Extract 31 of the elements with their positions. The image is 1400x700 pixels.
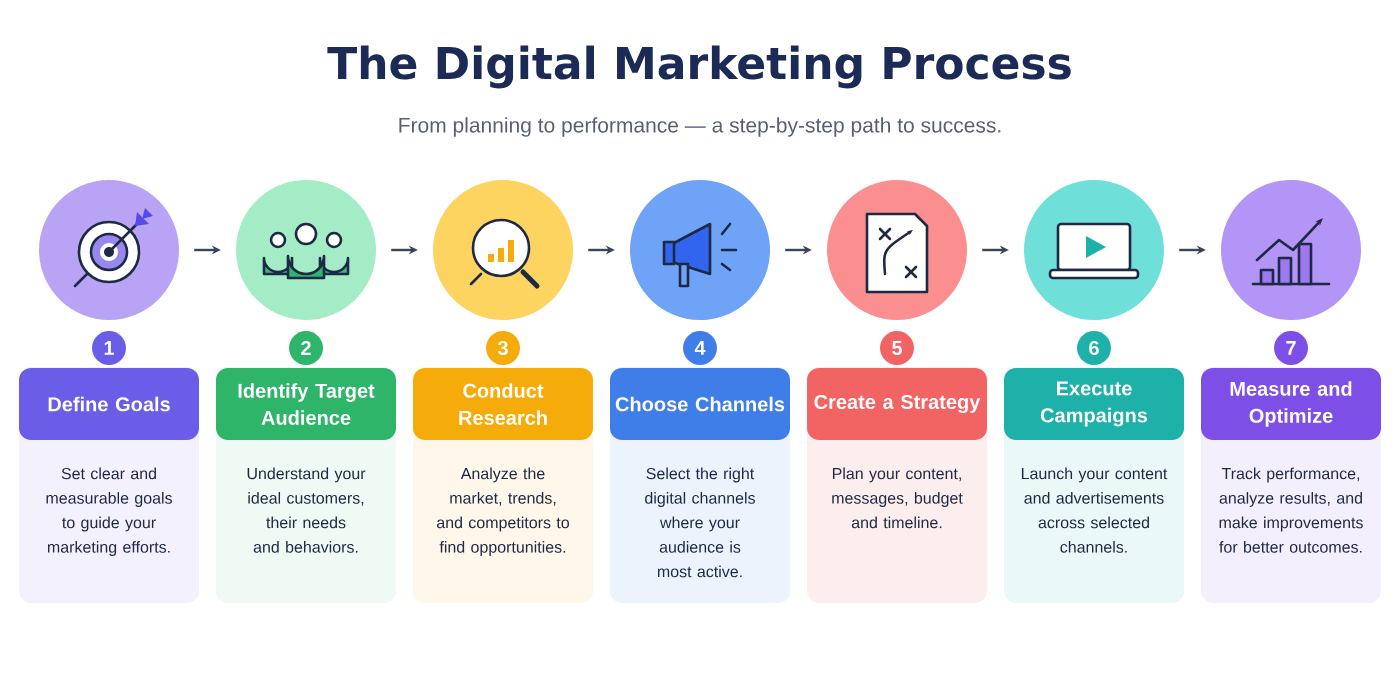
step-card (216, 367, 396, 603)
step-card (807, 367, 987, 603)
number-badge: 2 (285, 327, 327, 369)
step-card (413, 367, 593, 603)
step-description: Understand your ideal customers, their needs and behaviors. (247, 467, 366, 553)
number-badge: 6 (1073, 327, 1115, 369)
step-card (610, 367, 790, 603)
step-heading: Measure and Optimize (1230, 381, 1352, 427)
step-circle (1221, 180, 1361, 320)
step-description: Track performance, analyze results, and make improvements for better outcomes. (1219, 467, 1363, 553)
title: The Digital Marketing Process (327, 45, 1071, 89)
number-badge: 5 (876, 327, 918, 369)
step-heading: Conduct Research (459, 383, 547, 425)
number-badge: 1 (88, 327, 130, 369)
number-badge: 7 (1270, 327, 1312, 369)
step-heading: Choose Channels (615, 396, 785, 412)
step-description: Analyze the market, trends, and competitors to find opportunities. (437, 467, 569, 556)
step-card (1004, 367, 1184, 603)
number-badge: 4 (679, 327, 721, 369)
step-card (19, 367, 199, 603)
step-heading: Define Goals (48, 396, 170, 412)
step-description: Launch your content and advertisements across selected channels. (1021, 467, 1168, 553)
step-heading: Execute Campaigns (1040, 381, 1148, 427)
step-description: Plan your content, messages, budget and timeline. (832, 467, 963, 529)
step-card (1201, 367, 1381, 603)
step-description: Set clear and measurable goals to guide your marketing efforts. (46, 467, 172, 556)
number-badge: 3 (482, 327, 524, 369)
step-heading: Identify Target Audience (238, 383, 375, 425)
subtitle: From planning to performance — a step-by-step path to success. (399, 117, 1001, 137)
step-description: Select the right digital channels where your audience is most active. (645, 467, 755, 578)
step-heading: Create a Strategy (814, 394, 981, 414)
